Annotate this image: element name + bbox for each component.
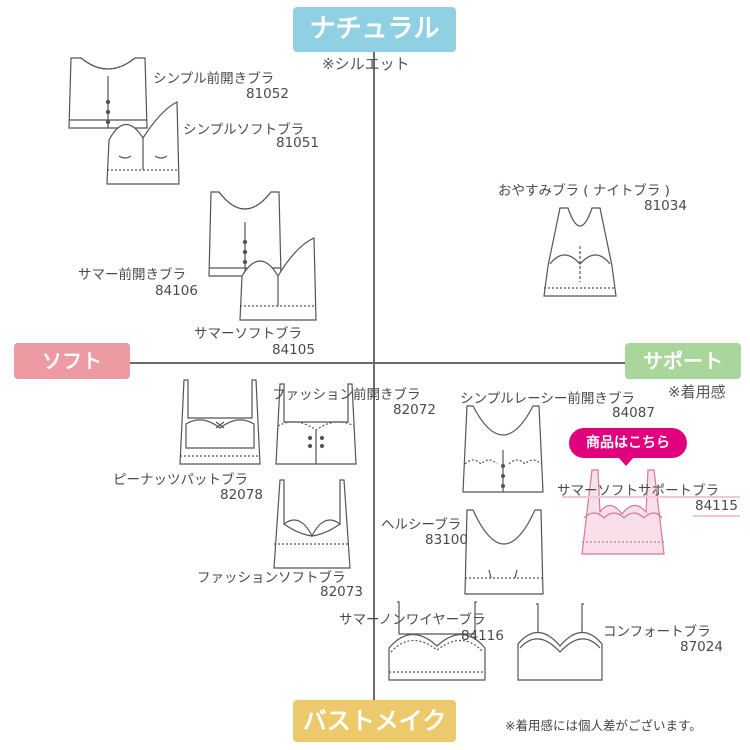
axis-note-wear-feel: ※着用感 bbox=[668, 383, 726, 401]
product-code-81034: 81034 bbox=[644, 198, 687, 214]
product-name-84087[interactable]: シンプルレーシー前開きブラ bbox=[460, 391, 635, 407]
product-name-81034[interactable]: おやすみブラ ( ナイトブラ ) bbox=[498, 183, 670, 199]
product-image-82072[interactable] bbox=[272, 380, 360, 466]
highlight-underline-name bbox=[562, 496, 740, 498]
product-name-83100[interactable]: ヘルシーブラ bbox=[381, 517, 462, 533]
product-code-81052: 81052 bbox=[246, 86, 289, 102]
product-name-84105[interactable]: サマーソフトブラ bbox=[194, 326, 302, 342]
product-name-81052[interactable]: シンプル前開きブラ bbox=[153, 71, 275, 87]
product-image-87024[interactable] bbox=[514, 602, 606, 682]
axis-label-support: サポート bbox=[625, 343, 741, 379]
product-code-84115: 84115 bbox=[695, 498, 738, 514]
product-name-84106[interactable]: サマー前開きブラ bbox=[78, 267, 186, 283]
product-name-82073[interactable]: ファッションソフトブラ bbox=[197, 570, 346, 586]
product-code-81051: 81051 bbox=[276, 135, 319, 151]
product-image-82073[interactable] bbox=[270, 478, 354, 570]
product-name-81051[interactable]: シンプルソフトブラ bbox=[183, 122, 305, 138]
product-name-87024[interactable]: コンフォートブラ bbox=[603, 624, 711, 640]
product-code-83100: 83100 bbox=[425, 532, 468, 548]
product-code-84106: 84106 bbox=[155, 283, 198, 299]
disclaimer-note: ※着用感には個人差がございます。 bbox=[505, 718, 702, 733]
product-name-84115[interactable]: サマーソフトサポートブラ bbox=[557, 483, 719, 499]
product-image-82078[interactable] bbox=[176, 378, 264, 466]
vertical-axis bbox=[373, 52, 375, 700]
axis-label-natural: ナチュラル bbox=[293, 7, 456, 52]
product-code-84105: 84105 bbox=[272, 342, 315, 358]
axis-label-bust-make: バストメイク bbox=[293, 700, 456, 742]
product-name-82078[interactable]: ピーナッツパットブラ bbox=[113, 472, 248, 488]
product-image-81051[interactable] bbox=[105, 100, 183, 186]
product-image-81052[interactable] bbox=[63, 54, 153, 144]
product-image-84087[interactable] bbox=[459, 404, 547, 494]
highlight-underline-code bbox=[693, 515, 740, 517]
product-image-84115[interactable] bbox=[578, 468, 668, 556]
product-image-83100[interactable] bbox=[461, 508, 547, 596]
axis-label-soft: ソフト bbox=[14, 343, 130, 379]
axis-note-silhouette: ※シルエット bbox=[322, 55, 410, 73]
product-code-82072: 82072 bbox=[393, 402, 436, 418]
product-link-button[interactable]: 商品はこちら bbox=[569, 428, 687, 458]
product-code-84087: 84087 bbox=[612, 405, 655, 421]
product-image-81034[interactable] bbox=[540, 206, 620, 300]
product-image-84105[interactable] bbox=[238, 236, 320, 322]
product-code-87024: 87024 bbox=[680, 639, 723, 655]
product-code-82073: 82073 bbox=[320, 584, 363, 600]
product-link-pointer bbox=[618, 457, 634, 466]
product-code-82078: 82078 bbox=[220, 487, 263, 503]
product-name-84116[interactable]: サマーノンワイヤーブラ bbox=[339, 612, 486, 628]
product-image-84116[interactable] bbox=[385, 600, 489, 682]
product-code-84116: 84116 bbox=[461, 628, 504, 644]
horizontal-axis bbox=[130, 362, 625, 364]
product-image-84106[interactable] bbox=[205, 190, 285, 278]
product-name-82072[interactable]: ファッション前開きブラ bbox=[272, 387, 421, 403]
